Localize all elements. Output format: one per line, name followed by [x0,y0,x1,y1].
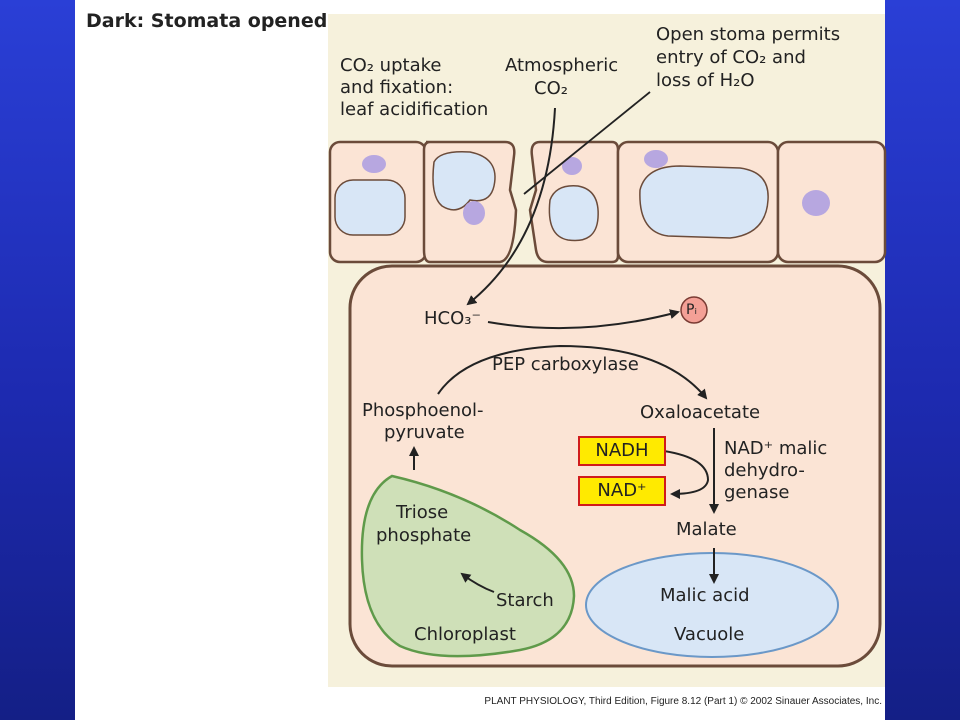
arrow-starch-to-triose [460,572,495,593]
nucleus [463,201,485,225]
label-atmospheric: Atmospheric [505,55,619,76]
epidermal-cell [334,179,406,236]
figure-title: Dark: Stomata opened [86,10,328,32]
nucleus [362,155,386,173]
nucleus [562,157,582,175]
arrow-pep-carboxylase [437,344,708,400]
label-triose-2: phosphate [376,525,472,546]
label-nad-malic-1: NAD⁺ malic [724,438,828,459]
label-malic-acid: Malic acid [660,585,750,606]
label-vacuole: Vacuole [674,624,745,645]
arrow-co2-in [466,107,556,306]
label-open-stoma-2: entry of CO₂ and [656,47,806,68]
label-starch: Starch [496,590,554,611]
nucleus [644,150,668,168]
nadh-box: NADH [578,436,666,466]
label-nad-malic-3: genase [724,482,790,503]
label-malate: Malate [676,519,737,540]
label-pep-1: Phosphoenol- [362,400,484,421]
label-hco3: HCO₃⁻ [424,308,481,329]
label-nad-malic-2: dehydro- [724,460,805,481]
label-open-stoma-1: Open stoma permits [656,24,841,45]
label-co2-uptake-2: and fixation: [340,77,454,98]
nad-box: NAD⁺ [578,476,666,506]
central-vacuole [585,552,839,658]
vacuole-small [432,150,496,211]
chloroplast [360,474,576,658]
pi-circle [680,296,708,324]
label-co2-uptake-3: leaf acidification [340,99,489,120]
arrow-nadh-to-nad [663,450,710,499]
label-atmospheric-co2: CO₂ [534,78,568,99]
label-pep-carboxylase: PEP carboxylase [492,354,639,375]
label-oxaloacetate: Oxaloacetate [640,402,761,423]
vacuole-small [548,185,599,242]
vacuole-large [639,165,769,239]
label-chloroplast: Chloroplast [414,624,516,645]
stoma-pointer-line [523,91,651,195]
nucleus [802,190,830,216]
figure-caption: PLANT PHYSIOLOGY, Third Edition, Figure … [484,696,882,707]
arrow-hco3-to-pi [487,309,680,330]
label-co2-uptake-1: CO₂ uptake [340,55,442,76]
label-pep-2: pyruvate [384,422,465,443]
label-triose-1: Triose [396,502,449,523]
label-pi: Pᵢ [686,302,697,318]
label-open-stoma-3: loss of H₂O [656,70,755,91]
epidermal-cell [776,140,887,264]
